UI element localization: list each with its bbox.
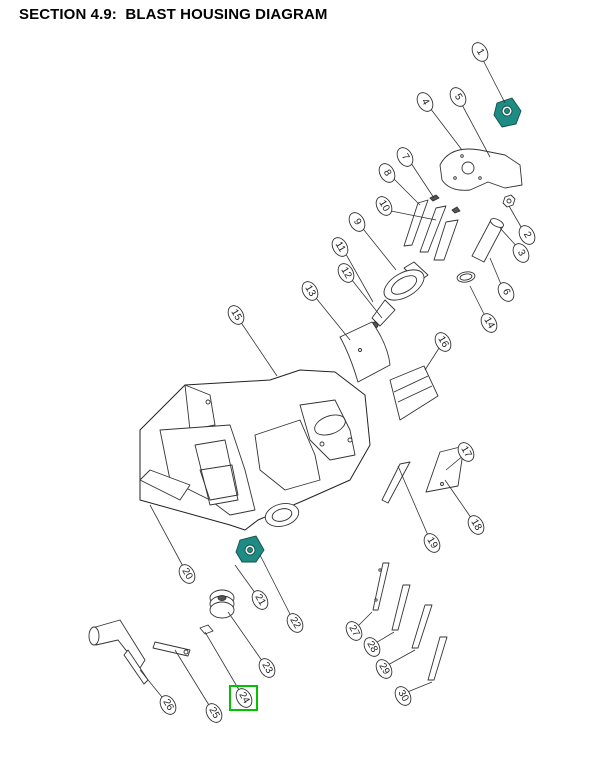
callout-5 (449, 87, 467, 107)
callout-28 (363, 637, 381, 657)
bracket-plate-a (381, 461, 411, 504)
callout-2 (518, 225, 536, 245)
callout-1 (471, 42, 489, 62)
spacer-tube (471, 218, 504, 263)
liner-plate-b (411, 604, 433, 649)
callout-label-8: 8 (381, 168, 394, 179)
callout-label-29: 29 (376, 661, 391, 677)
callout-label-5: 5 (452, 92, 465, 103)
callout-11 (331, 237, 349, 257)
snap-ring (456, 271, 476, 283)
callout-6 (497, 282, 515, 302)
callout-29 (375, 659, 393, 679)
callout-label-7: 7 (399, 152, 412, 163)
callout-label-13: 13 (302, 283, 317, 299)
callout-4 (416, 92, 434, 112)
spindle-assembly (371, 261, 429, 329)
liner-plate-c (427, 636, 448, 681)
bracket-plate-b (425, 445, 465, 493)
callout-8 (378, 163, 396, 183)
callout-21 (251, 590, 269, 610)
flange-bearing-top (493, 97, 522, 128)
lever-arm (152, 641, 191, 657)
callout-label-20: 20 (179, 566, 194, 582)
callout-12 (337, 263, 355, 283)
selection-highlight (229, 685, 258, 711)
callout-label-3: 3 (515, 248, 528, 259)
callout-label-12: 12 (338, 265, 353, 281)
callout-3 (512, 243, 530, 263)
callout-19 (423, 533, 441, 553)
callout-17 (457, 442, 475, 462)
callout-label-26: 26 (160, 697, 175, 713)
blade-set (403, 194, 461, 261)
callout-label-2: 2 (521, 230, 534, 241)
wear-plate-right (389, 365, 439, 421)
end-plate (439, 148, 523, 191)
blast-housing-body (139, 369, 371, 531)
callout-16 (434, 332, 452, 352)
callout-22 (286, 613, 304, 633)
callout-label-9: 9 (351, 217, 364, 228)
nut-small (502, 194, 516, 208)
callout-7 (396, 147, 414, 167)
liner-plate-a (391, 584, 411, 631)
callout-23 (258, 658, 276, 678)
drive-motor (88, 619, 149, 685)
callout-9 (348, 212, 366, 232)
rod-lower (372, 562, 390, 611)
bushing-small (199, 624, 214, 635)
callout-label-10: 10 (376, 198, 391, 214)
callout-15 (227, 305, 245, 325)
callout-label-30: 30 (395, 688, 410, 704)
callout-label-25: 25 (206, 705, 221, 721)
callout-label-17: 17 (458, 444, 473, 460)
callout-30 (394, 686, 412, 706)
callout-14 (480, 313, 498, 333)
callout-label-27: 27 (346, 623, 361, 639)
callout-label-6: 6 (500, 287, 513, 298)
page-title: SECTION 4.9: BLAST HOUSING DIAGRAM (19, 6, 328, 23)
callout-20 (178, 564, 196, 584)
callout-label-24: 24 (236, 690, 251, 706)
callout-label-16: 16 (435, 334, 450, 350)
callout-label-23: 23 (259, 660, 274, 676)
flange-bearing-bottom (235, 535, 265, 563)
callout-label-22: 22 (287, 615, 302, 631)
curved-shroud (339, 321, 391, 383)
pulley (209, 589, 235, 619)
callout-25 (205, 703, 223, 723)
callout-10 (375, 196, 393, 216)
callout-27 (345, 621, 363, 641)
callout-label-15: 15 (228, 307, 243, 323)
callout-label-14: 14 (481, 315, 496, 331)
callout-label-1: 1 (474, 47, 487, 58)
callout-24 (235, 688, 253, 708)
callout-label-19: 19 (424, 535, 439, 551)
callout-18 (467, 515, 485, 535)
callout-26 (159, 695, 177, 715)
callout-label-28: 28 (364, 639, 379, 655)
callout-13 (301, 281, 319, 301)
callout-label-4: 4 (419, 97, 432, 108)
callout-label-21: 21 (252, 592, 267, 608)
callout-label-18: 18 (468, 517, 483, 533)
